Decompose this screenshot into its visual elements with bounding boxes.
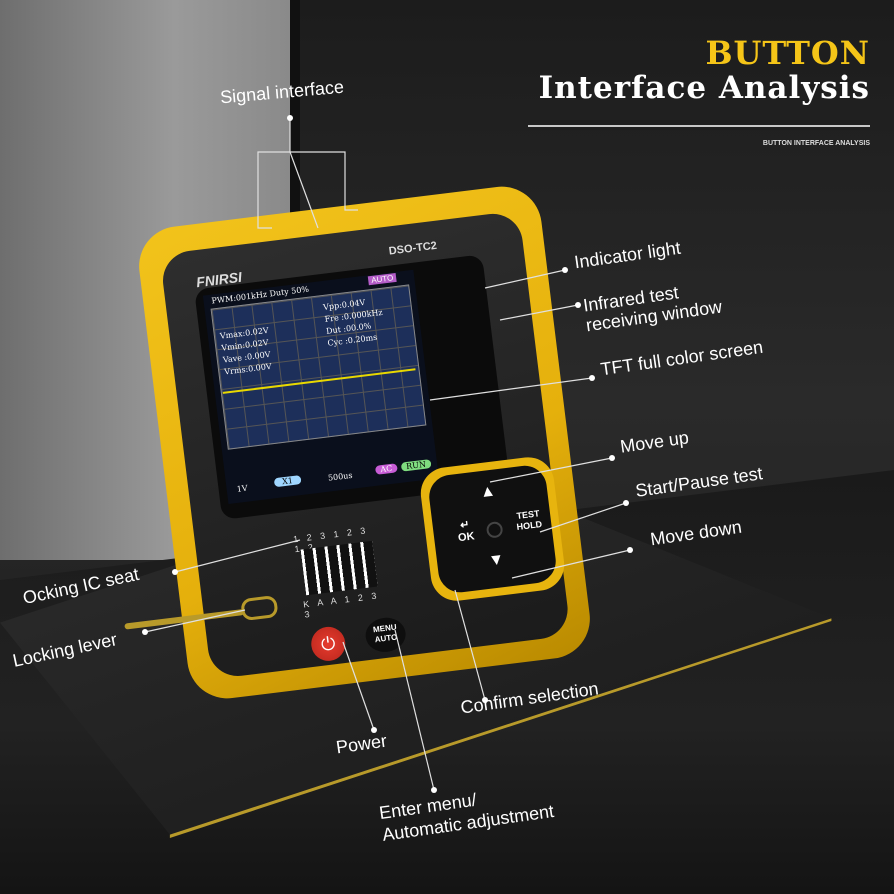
title-main: Interface Analysis (538, 70, 870, 106)
subtitle: BUTTON INTERFACE ANALYSIS (762, 140, 870, 147)
title-accent: BUTTON (705, 34, 870, 72)
title-divider (528, 125, 870, 127)
